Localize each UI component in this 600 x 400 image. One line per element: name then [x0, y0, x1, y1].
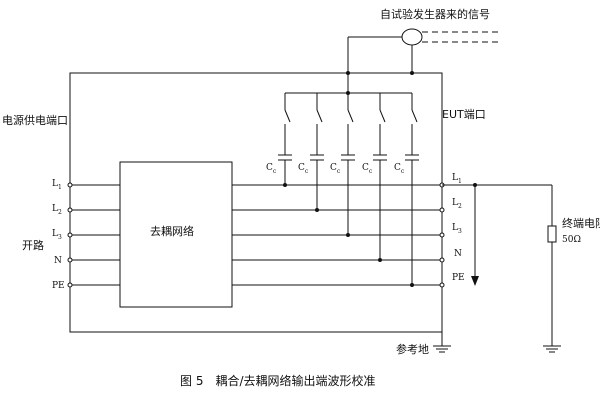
left-terminal-N: N [54, 256, 62, 266]
figure-caption: 图 5 耦合/去耦网络输出端波形校准 [180, 373, 376, 388]
left-terminal-PE: PE [52, 281, 65, 291]
capacitor-branch-1 [278, 93, 292, 187]
capacitor-branch-5 [405, 93, 419, 287]
right-lines [232, 182, 445, 288]
left-lines [67, 182, 120, 288]
right-terminal-labels: L1 L2 L3 N PE [452, 173, 465, 283]
right-terminal-L2: L2 [452, 198, 462, 210]
right-terminal-PE: PE [452, 273, 465, 283]
capacitor-label-5: Cc [394, 163, 405, 175]
right-terminal-N: N [454, 249, 462, 259]
signal-source: 自试验发生器来的信号 [347, 7, 500, 73]
capacitor-branch-2 [310, 93, 324, 212]
ground-icon [543, 345, 561, 353]
left-terminal-labels: L1 L2 L3 N PE [52, 179, 65, 291]
left-terminal-L1: L1 [52, 179, 62, 191]
termination-resistor-icon [547, 225, 557, 243]
capacitor-label-2: Cc [298, 163, 309, 175]
enclosure [69, 71, 443, 333]
resistance-label: 50Ω [562, 235, 581, 245]
signal-transformer-icon [401, 28, 423, 46]
decoupling-network-label: 去耦网络 [150, 224, 194, 238]
signal-source-label: 自试验发生器来的信号 [380, 7, 490, 21]
capacitor-branch-3 [341, 93, 355, 237]
capacitor-branch-4 [373, 93, 387, 262]
reference-ground [433, 332, 451, 353]
termination-circuit [442, 183, 561, 353]
coupling-bus [285, 73, 412, 95]
capacitor-label-3: Cc [330, 163, 341, 175]
power-port-label: 电源供电端口 [2, 113, 68, 127]
left-terminal-L3: L3 [52, 229, 62, 241]
capacitor-label-1: Cc [266, 163, 277, 175]
capacitor-label-4: Cc [362, 163, 373, 175]
capacitor-labels: Cc Cc Cc Cc Cc [266, 163, 405, 175]
right-terminal-L1: L1 [452, 173, 462, 185]
termination-label: 终端电阻 [562, 216, 600, 230]
left-terminal-L2: L2 [52, 204, 62, 216]
right-terminal-L3: L3 [452, 223, 462, 235]
open-circuit-label: 开路 [22, 239, 44, 252]
reference-ground-icon [433, 345, 451, 353]
eut-port-label: EUT端口 [442, 108, 486, 121]
reference-ground-label: 参考地 [396, 342, 429, 356]
